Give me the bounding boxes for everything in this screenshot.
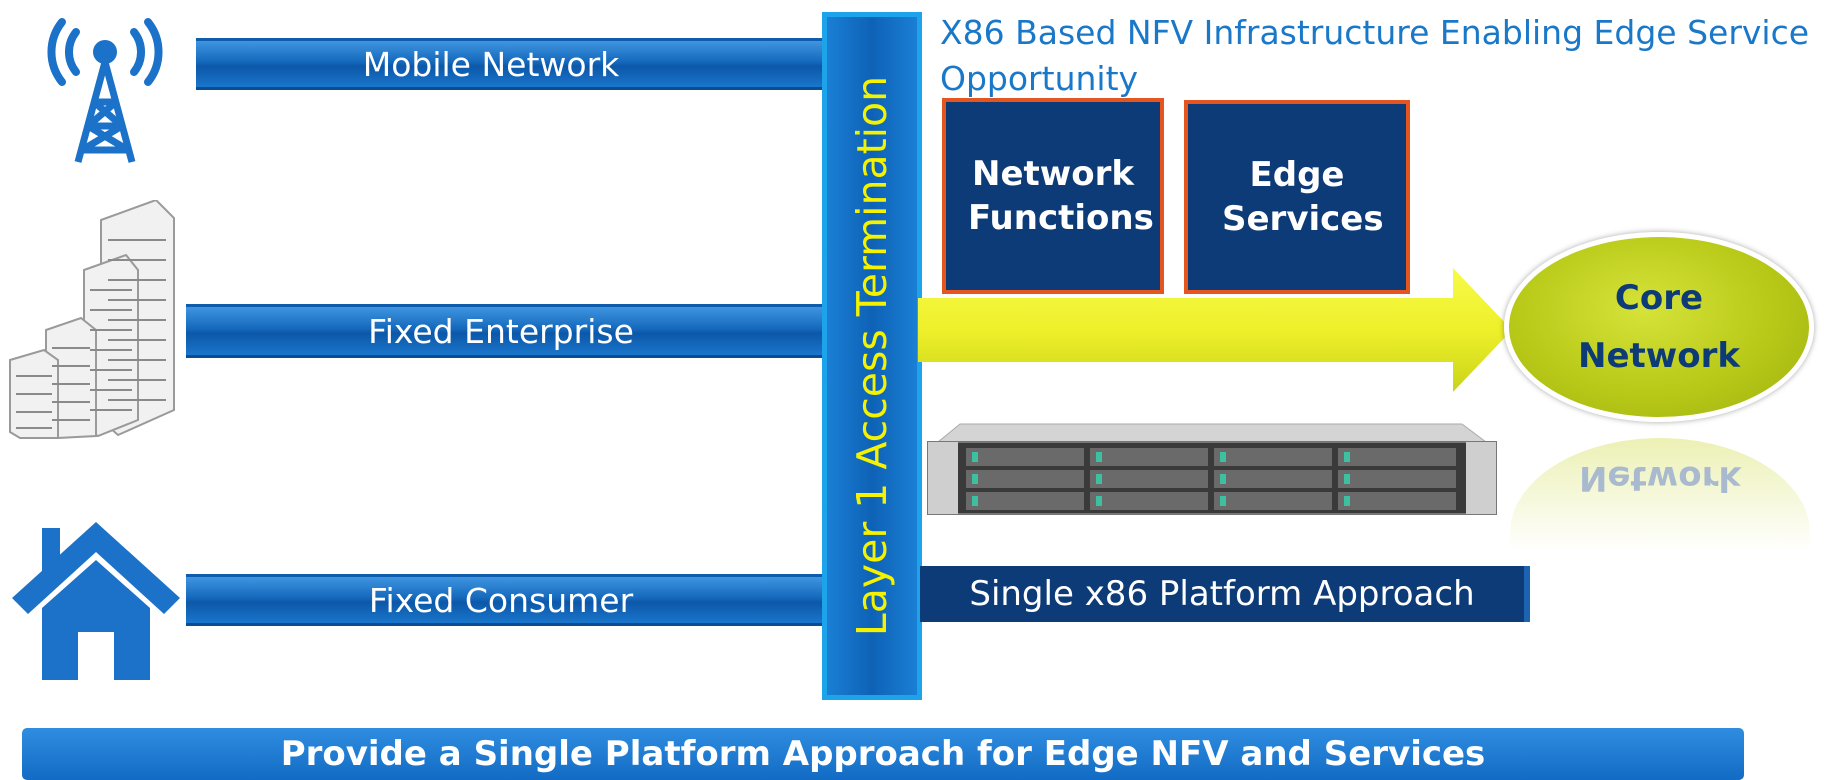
house-icon <box>12 522 180 680</box>
fixed-enterprise-bar: Fixed Enterprise <box>186 304 826 358</box>
fixed-consumer-label: Fixed Consumer <box>368 580 634 620</box>
network-functions-label: Network Functions <box>968 154 1154 238</box>
fixed-consumer-bar: Fixed Consumer <box>186 574 826 626</box>
edge-services-label: Edge Services <box>1222 155 1384 239</box>
bottom-banner: Provide a Single Platform Approach for E… <box>22 728 1744 780</box>
rack-server-icon <box>927 423 1497 515</box>
fixed-enterprise-label: Fixed Enterprise <box>368 311 634 351</box>
access-termination-bar <box>822 12 922 700</box>
platform-approach-label: Single x86 Platform Approach <box>920 566 1530 622</box>
mobile-network-label: Mobile Network <box>362 44 620 84</box>
edge-services-box: Edge Services <box>1184 100 1410 294</box>
network-functions-box: Network Functions <box>942 98 1164 294</box>
mobile-network-bar: Mobile Network <box>196 38 826 90</box>
core-network-line1: Core <box>1614 278 1704 318</box>
core-network-reflection-label: Network <box>1579 458 1741 498</box>
diagram-title: X86 Based NFV Infrastructure Enabling Ed… <box>940 13 1810 98</box>
office-buildings-icon <box>9 200 175 440</box>
core-network-line2: Network <box>1578 336 1740 376</box>
core-network-ellipse: Core Network <box>1504 232 1814 422</box>
core-network-node: Core Network <box>1504 232 1814 422</box>
yellow-arrow <box>918 268 1512 392</box>
core-network-reflection: Network <box>1510 438 1810 548</box>
access-termination-label: Layer 1 Access Termination <box>848 75 896 637</box>
cell-tower-icon <box>47 18 163 163</box>
